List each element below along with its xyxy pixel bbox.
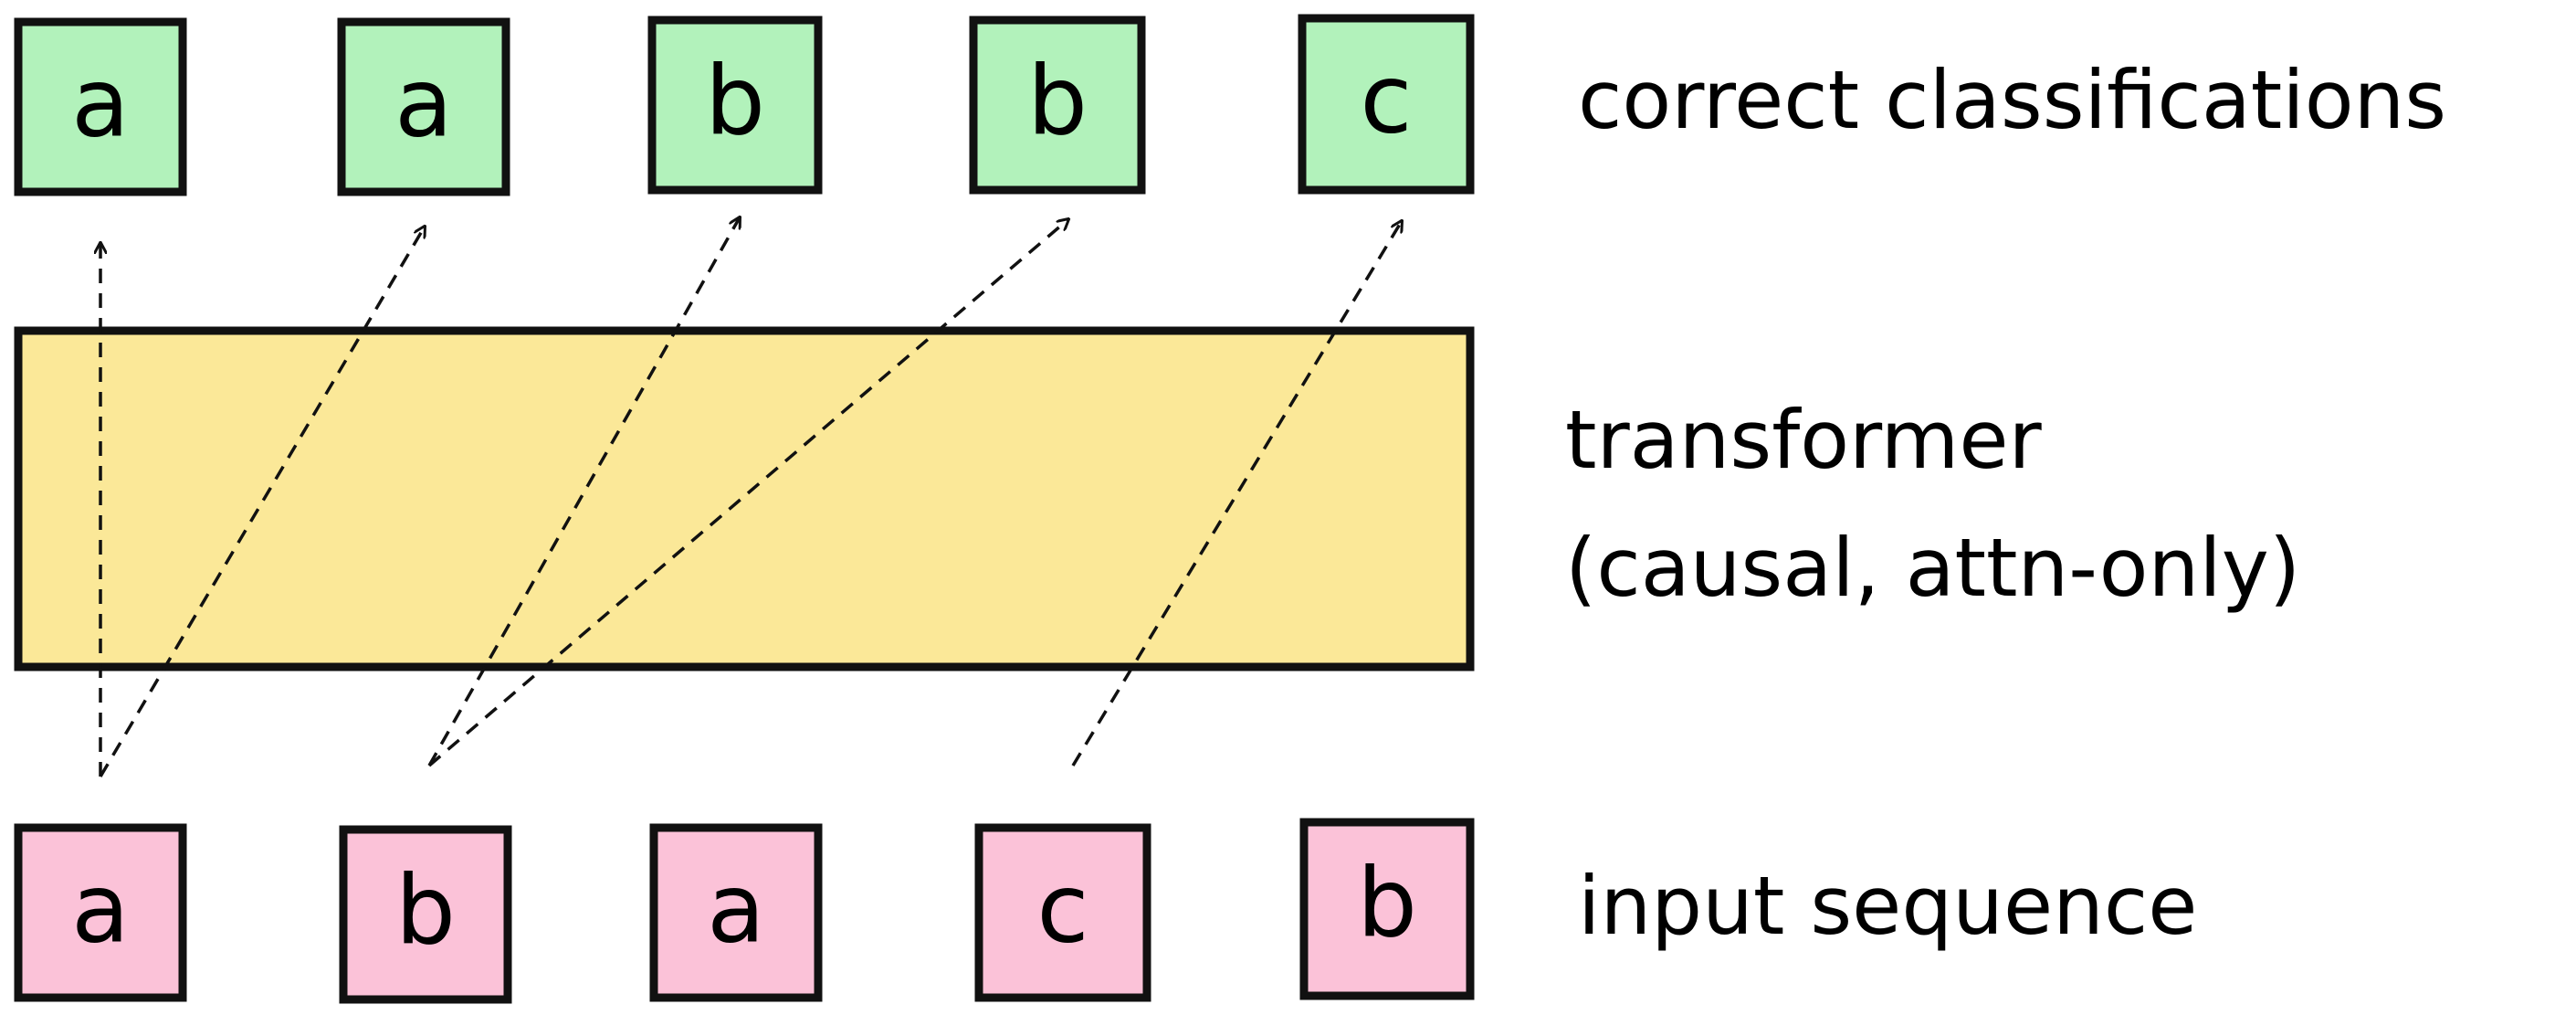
output-token: a [337,17,510,196]
outputs-label: correct classifications [1578,53,2446,147]
input-token: b [339,825,512,1004]
transformer-label: transformer [1565,393,2043,487]
input-token: b [1299,818,1475,1000]
output-token: c [1298,14,1475,195]
transformer-sublabel: (causal, attn-only) [1565,521,2300,615]
input-token-label: c [1036,852,1088,964]
attention-arrow [99,227,425,777]
input-token: c [974,823,1151,1002]
output-token: b [647,16,823,195]
input-token-label: b [1357,847,1417,958]
output-token: a [14,17,187,196]
attention-arrow [1071,221,1402,767]
input-token-label: a [707,852,765,964]
output-token-label: b [1027,45,1088,156]
input-token-row: a b a c b [14,818,1475,1004]
inputs-label: input sequence [1578,859,2197,953]
attention-arrow [427,217,740,767]
output-token: b [969,16,1146,195]
input-token-label: b [395,854,456,966]
attention-arrows [100,217,1402,777]
output-token-label: a [394,47,453,158]
transformer-block [14,326,1475,671]
input-token-label: a [71,852,130,964]
attention-arrow [427,219,1068,767]
output-token-label: c [1360,43,1412,154]
output-token-label: b [705,45,765,156]
input-token: a [649,823,823,1002]
output-token-row: a a b b c [14,14,1475,196]
output-token-label: a [71,47,130,158]
input-token: a [14,823,187,1002]
